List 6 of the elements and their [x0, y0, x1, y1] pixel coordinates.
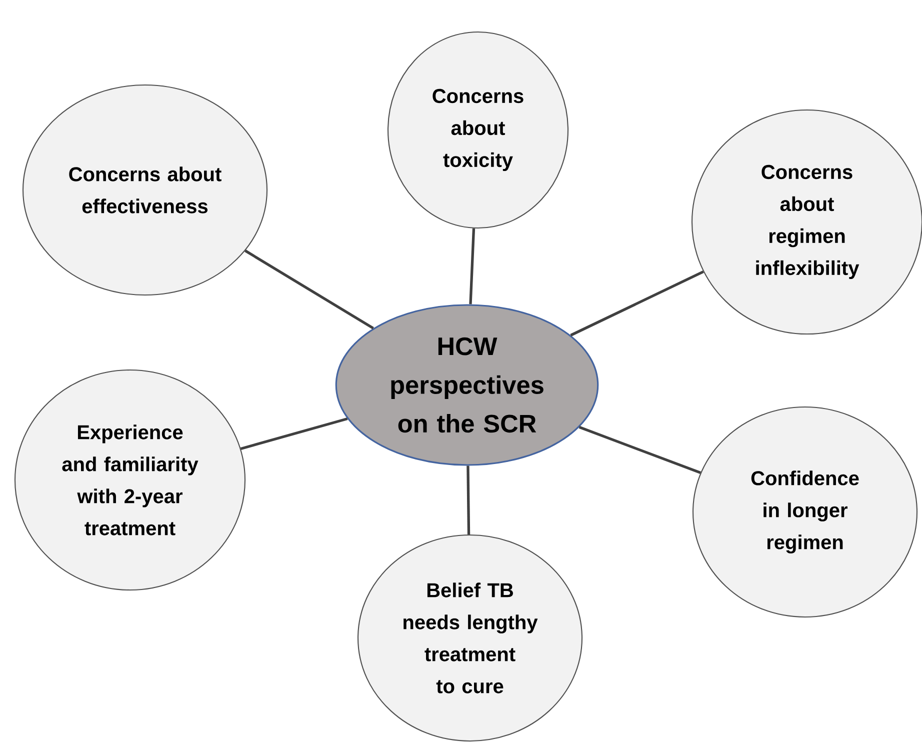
connector-line [466, 466, 470, 534]
connector-line [578, 426, 702, 474]
connector-line [570, 270, 704, 336]
connector-line [240, 417, 348, 450]
connector-line [469, 228, 476, 304]
connector-line [244, 250, 374, 330]
